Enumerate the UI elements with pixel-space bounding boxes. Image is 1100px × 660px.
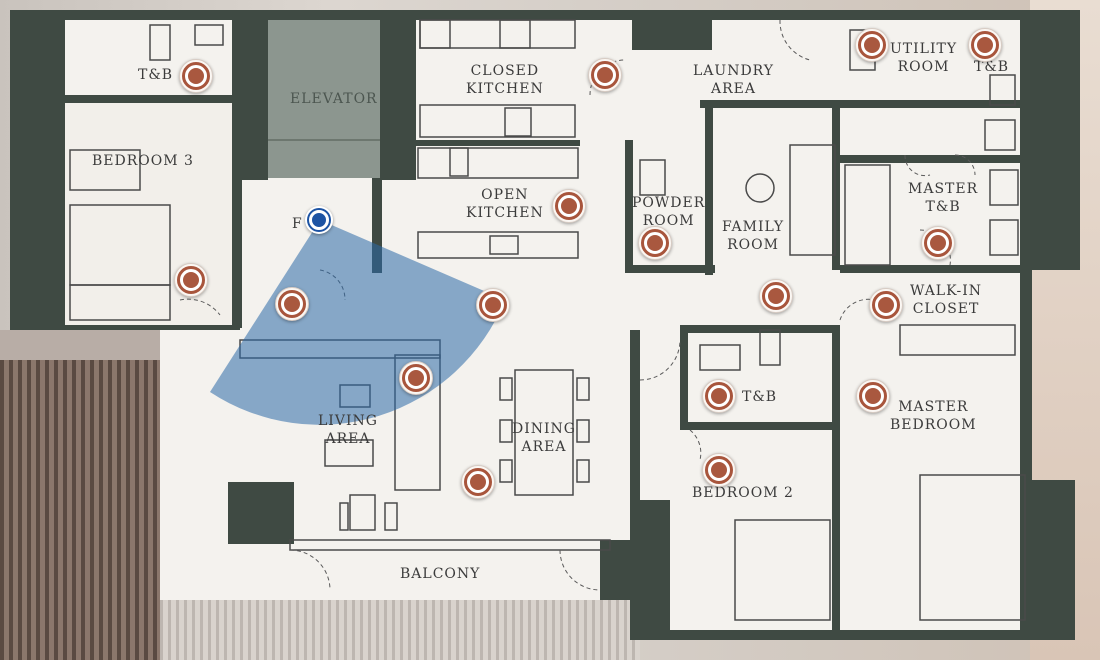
panorama-hotspot-icon [479,291,507,319]
hotspot-open-kitchen[interactable] [552,189,586,223]
panorama-hotspot-icon [705,456,733,484]
panorama-hotspot-icon [858,31,886,59]
room-label-tb-middle: T&B [742,389,778,405]
room-label-closed-kitchen: CLOSED KITCHEN [466,63,544,97]
hotspot-master-bedroom[interactable] [856,379,890,413]
room-label-bedroom-2: BEDROOM 2 [692,485,794,501]
hotspot-bedroom-3[interactable] [174,263,208,297]
room-label-powder-room: POWDER ROOM [632,195,706,229]
hotspot-walk-in-closet[interactable] [869,288,903,322]
hotspot-tb-utility[interactable] [968,28,1002,62]
hotspot-closed-kitchen[interactable] [588,58,622,92]
panorama-hotspot-icon [402,364,430,392]
room-label-balcony: BALCONY [400,566,481,582]
panorama-hotspot-icon [591,61,619,89]
hotspot-kitchen-entry[interactable] [476,288,510,322]
panorama-hotspot-icon [177,266,205,294]
room-label-open-kitchen: OPEN KITCHEN [466,187,544,221]
bedroom-3-floor [60,100,240,330]
panorama-hotspot-icon [464,468,492,496]
room-label-family-room: FAMILY ROOM [722,219,785,253]
hotspot-foyer-lower[interactable] [275,287,309,321]
room-label-laundry-area: LAUNDRY AREA [693,63,775,97]
panorama-hotspot-icon [182,62,210,90]
panorama-hotspot-icon [872,291,900,319]
panorama-hotspot-icon [705,382,733,410]
hotspot-tb-top-left[interactable] [179,59,213,93]
panorama-hotspot-icon [924,229,952,257]
room-label-utility-room: UTILITY ROOM [890,41,958,75]
hotspot-powder-room[interactable] [638,226,672,260]
hotspot-master-tb[interactable] [921,226,955,260]
panorama-hotspot-icon [971,31,999,59]
hotspot-utility-room[interactable] [855,28,889,62]
room-label-tb-top-left: T&B [138,67,174,83]
room-label-living-area: LIVING AREA [318,413,378,447]
room-label-master-bedroom: MASTER BEDROOM [890,399,977,433]
room-label-master-tb: MASTER T&B [908,181,979,215]
hotspot-bedroom-2[interactable] [702,453,736,487]
background-wood-slats [0,360,160,660]
room-label-walk-in-closet: WALK-IN CLOSET [910,283,983,317]
panorama-hotspot-icon [859,382,887,410]
outer-walls [10,10,1080,640]
current-location-marker[interactable] [305,206,333,234]
room-label-elevator: ELEVATOR [290,91,378,107]
current-location-icon [309,210,329,230]
room-label-tb-utility: T&B [974,59,1010,75]
panorama-hotspot-icon [278,290,306,318]
room-label-dining-area: DINING AREA [512,421,576,455]
background-floor-texture [160,600,640,660]
hotspot-dining-area[interactable] [461,465,495,499]
hotspot-family-room[interactable] [759,279,793,313]
hotspot-tb-middle[interactable] [702,379,736,413]
panorama-hotspot-icon [641,229,669,257]
hotspot-living-area[interactable] [399,361,433,395]
elevator-shaft [265,18,383,178]
fixtures [69,19,1026,621]
panorama-hotspot-icon [762,282,790,310]
room-label-bedroom-3: BEDROOM 3 [92,153,194,169]
panorama-hotspot-icon [555,192,583,220]
